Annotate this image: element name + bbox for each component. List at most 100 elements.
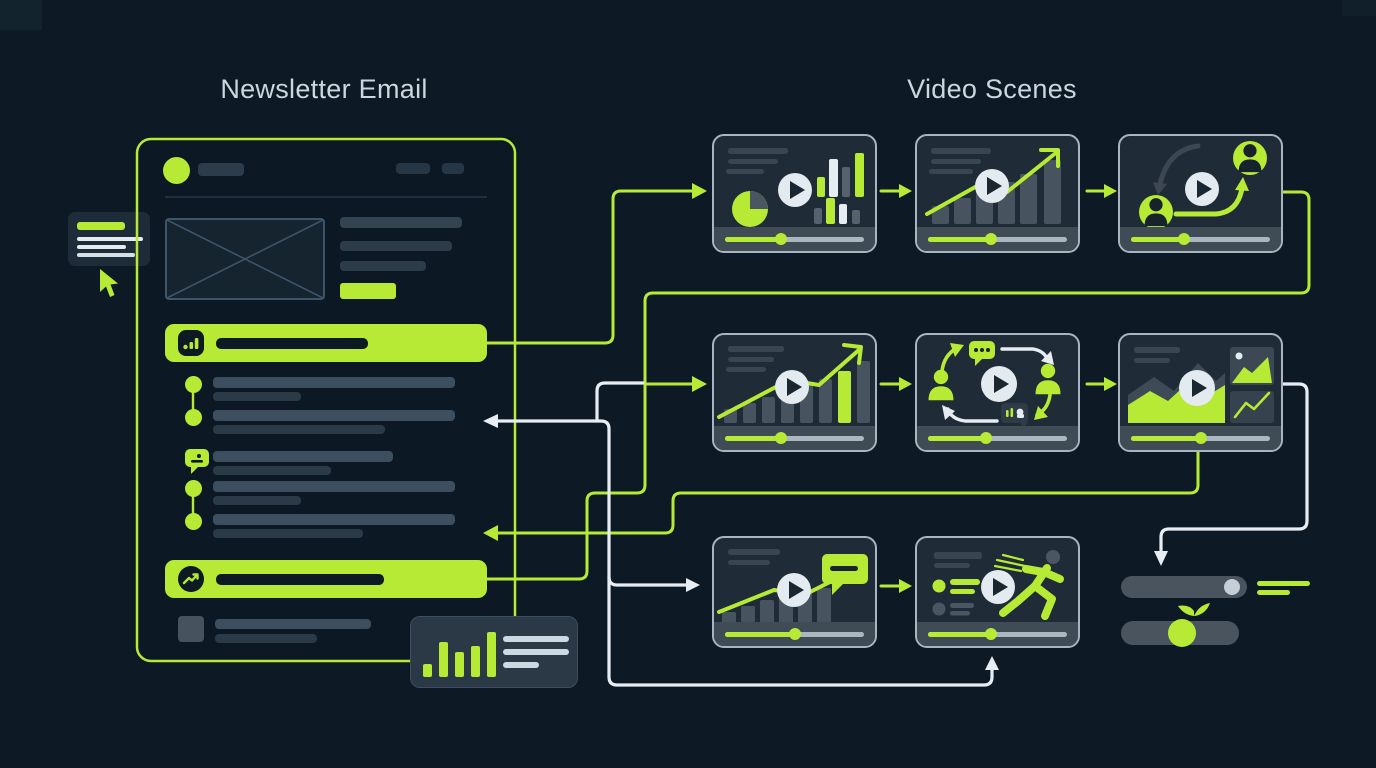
progress-fill [725,628,801,640]
cursor-icon [100,269,118,297]
list-bullet [185,376,202,393]
progress-track[interactable] [1131,432,1270,444]
progress-handle[interactable] [1194,432,1207,444]
slider-knob[interactable] [1224,579,1240,595]
scene-text-line [934,552,982,559]
video-progress-bar[interactable] [917,227,1078,251]
play-button[interactable] [981,570,1015,604]
list-bullet [185,480,202,497]
play-button[interactable] [981,366,1017,402]
avatar [163,157,190,184]
video-progress-bar[interactable] [714,426,875,450]
video-scene-thumbnail-scene-2[interactable] [915,134,1080,253]
footer-thumb-square [178,616,204,642]
connector-branch-to-scene7 [607,575,688,587]
corner-decoration-top-left [0,0,42,30]
progress-handle[interactable] [774,432,787,444]
play-button[interactable] [775,370,809,404]
scene-text-line [929,169,973,174]
corner-decoration-top-right [1342,0,1376,16]
pie-chart-icon [732,191,768,227]
person-badge [1139,195,1173,227]
video-progress-bar[interactable] [917,622,1078,646]
scene-text-line [726,367,766,372]
video-scene-thumbnail-scene-6[interactable] [1118,333,1283,452]
progress-handle[interactable] [774,233,787,245]
speech-bubble-icon [969,341,995,366]
stats-card [410,616,578,688]
stats-bar-chart [423,632,496,677]
progress-track[interactable] [928,233,1067,245]
hero-small-button[interactable] [340,283,396,299]
progress-track[interactable] [928,432,1067,444]
stats-text-line [503,649,569,655]
slider-knob[interactable] [1168,619,1196,647]
list-text-line [213,466,331,475]
person-icon [1035,363,1061,395]
timeline-slider-2[interactable] [1121,619,1239,647]
progress-fill [928,628,997,640]
cycle-arrow-white [946,407,999,423]
person-badge [1233,141,1267,175]
progress-track[interactable] [1131,233,1270,245]
header-divider [165,196,487,198]
leaf-icon [1178,603,1210,616]
video-progress-bar[interactable] [714,622,875,646]
video-scene-thumbnail-scene-5[interactable] [915,333,1080,452]
header-menu-bar-1[interactable] [396,163,430,174]
play-button[interactable] [777,573,811,607]
play-button[interactable] [1179,370,1215,406]
scene-graphic-pie-bar-stats [726,148,864,227]
list-text-line [213,451,393,462]
progress-track[interactable] [725,432,864,444]
bar-chart-icon [178,330,204,356]
stats-bar [471,646,480,677]
progress-track[interactable] [725,628,864,640]
scene-graphic-growth-arrow [925,148,1061,224]
video-progress-bar[interactable] [1120,227,1281,251]
scene-graphic-bars-comment [717,549,868,622]
hero-text-line [340,217,462,228]
scene-text-line [934,563,970,568]
swap-arrow-dark [1157,143,1201,187]
play-button[interactable] [778,173,812,207]
play-button[interactable] [1185,172,1219,206]
header-menu-bar-2[interactable] [442,163,464,174]
video-scene-thumbnail-scene-8[interactable] [915,536,1080,648]
video-scene-thumbnail-scene-4[interactable] [712,333,877,452]
email-cta-1[interactable] [165,324,487,362]
progress-fill [1131,233,1190,245]
progress-handle[interactable] [980,432,993,444]
stats-text-line [503,662,539,668]
video-scene-thumbnail-scene-3[interactable] [1118,134,1283,253]
progress-handle[interactable] [1177,233,1190,245]
progress-handle[interactable] [984,233,997,245]
video-scene-thumbnail-scene-1[interactable] [712,134,877,253]
stats-bar [439,642,448,677]
runner-icon [999,564,1064,620]
list-text-line [213,529,363,538]
swap-arrow-green [1173,185,1245,217]
person-icon [928,369,954,401]
scene-text-line [728,357,774,362]
person-icon [1238,144,1262,173]
video-scene-thumbnail-scene-7[interactable] [712,536,877,648]
video-progress-bar[interactable] [1120,426,1281,450]
progress-track[interactable] [725,233,864,245]
timeline-slider-1[interactable] [1121,576,1247,598]
video-scenes-title: Video Scenes [907,74,1077,104]
scene-text-line [728,159,778,164]
video-progress-bar[interactable] [917,426,1078,450]
play-button[interactable] [975,169,1009,203]
progress-track[interactable] [928,628,1067,640]
progress-handle[interactable] [788,628,801,640]
runner-head [1046,550,1060,564]
progress-fill [725,432,787,444]
scene-text-line [728,346,784,352]
video-progress-bar[interactable] [714,227,875,251]
list-text-line [213,392,301,401]
email-cta-2[interactable] [165,560,487,598]
scene-graphic-bars-trend [717,343,870,423]
progress-handle[interactable] [984,628,997,640]
